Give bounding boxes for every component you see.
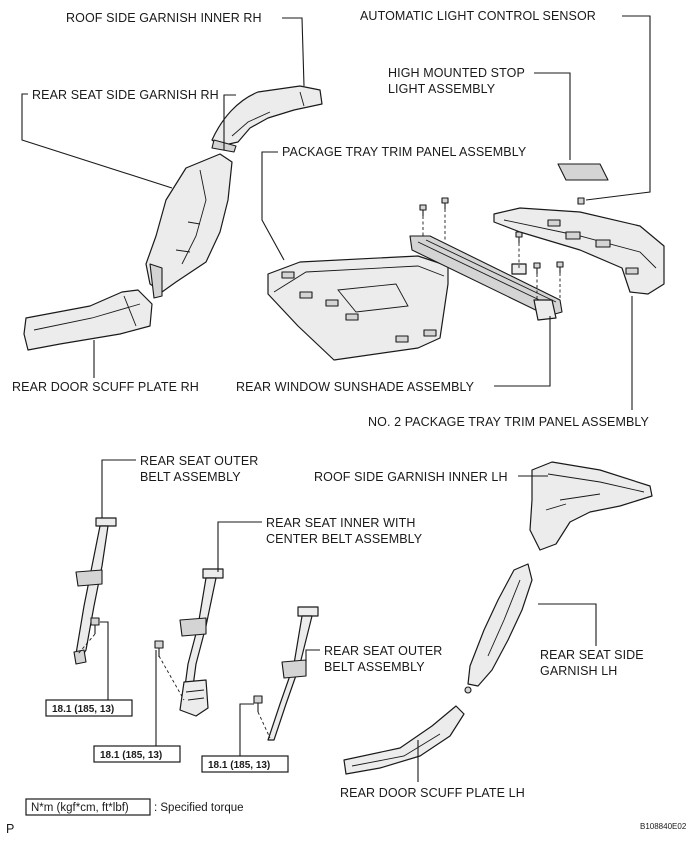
label-rear-seat-outer-belt-upper-2: BELT ASSEMBLY [140,470,241,484]
high-mounted-stop-light-part [557,163,609,181]
label-rear-seat-side-garnish-rh: REAR SEAT SIDE GARNISH RH [32,88,219,102]
label-rear-door-scuff-plate-lh: REAR DOOR SCUFF PLATE LH [340,786,525,800]
rear-seat-outer-belt-right-part [253,606,319,741]
legend-description: : Specified torque [154,802,244,814]
torque-value-1: 18.1 (185, 13) [52,704,114,715]
rear-seat-inner-center-belt-part [154,568,224,717]
label-rear-seat-side-garnish-lh-1: REAR SEAT SIDE [540,648,644,662]
label-roof-side-garnish-inner-rh: ROOF SIDE GARNISH INNER RH [66,11,262,25]
label-automatic-light-control-sensor: AUTOMATIC LIGHT CONTROL SENSOR [360,9,596,23]
rear-door-scuff-plate-lh-part [343,705,465,775]
torque-box-3 [201,755,289,773]
label-no2-package-tray-trim-panel: NO. 2 PACKAGE TRAY TRIM PANEL ASSEMBLY [368,415,650,429]
automatic-light-control-sensor-part [577,197,585,205]
label-rear-seat-outer-belt-lower-2: BELT ASSEMBLY [324,660,425,674]
rear-seat-side-garnish-rh-part [145,153,233,299]
label-rear-seat-inner-center-belt-2: CENTER BELT ASSEMBLY [266,532,423,546]
label-high-mounted-stop-light-2: LIGHT ASSEMBLY [388,82,496,96]
package-tray-trim-panel-part [267,255,449,361]
label-rear-seat-inner-center-belt-1: REAR SEAT INNER WITH [266,516,415,530]
footer-left-mark: P [6,822,14,836]
legend-unit-text: N*m (kgf*cm, ft*lbf) [31,802,129,814]
roof-side-garnish-inner-rh-part [211,85,323,153]
rear-window-sunshade-part [409,235,563,321]
rear-door-scuff-plate-rh-part [23,289,153,351]
legend-unit-box [25,798,151,816]
label-rear-window-sunshade: REAR WINDOW SUNSHADE ASSEMBLY [236,380,475,394]
label-rear-seat-side-garnish-lh-2: GARNISH LH [540,664,617,678]
rear-seat-side-garnish-lh-part [464,563,533,694]
label-roof-side-garnish-inner-lh: ROOF SIDE GARNISH INNER LH [314,470,508,484]
figure-code: B108840E02 [640,822,687,831]
torque-box-2 [93,745,181,763]
label-rear-seat-outer-belt-lower-1: REAR SEAT OUTER [324,644,442,658]
label-high-mounted-stop-light-1: HIGH MOUNTED STOP [388,66,525,80]
torque-value-2: 18.1 (185, 13) [100,750,162,761]
label-rear-seat-outer-belt-upper-1: REAR SEAT OUTER [140,454,258,468]
roof-side-garnish-inner-lh-part [529,461,653,551]
label-rear-door-scuff-plate-rh: REAR DOOR SCUFF PLATE RH [12,380,199,394]
no2-package-tray-trim-panel-part [493,207,665,295]
torque-box-1 [45,699,133,717]
label-package-tray-trim-panel: PACKAGE TRAY TRIM PANEL ASSEMBLY [282,145,527,159]
torque-value-3: 18.1 (185, 13) [208,760,270,771]
clip-icon-group-sunshade [419,197,564,300]
rear-seat-outer-belt-left-part [73,517,117,665]
